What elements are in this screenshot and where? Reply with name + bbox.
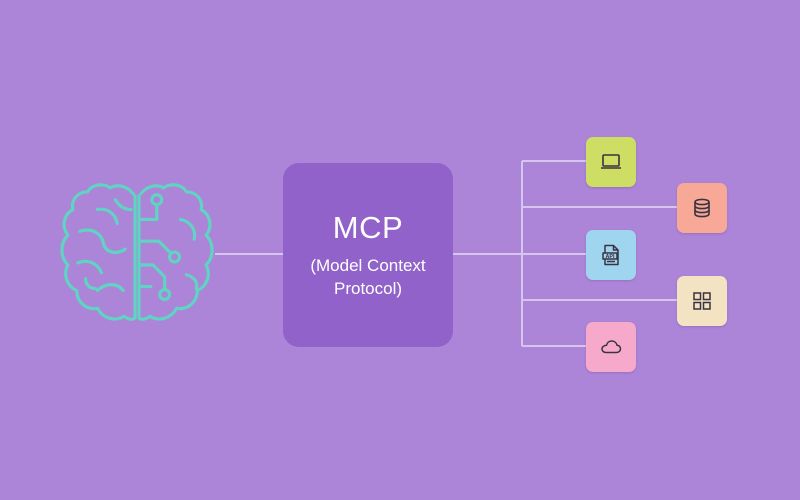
api-file-icon: API xyxy=(602,244,619,266)
cloud-icon xyxy=(601,340,622,354)
mcp-subtitle-line2: Protocol) xyxy=(333,279,403,298)
mcp-subtitle-line1: (Model Context xyxy=(310,256,426,275)
database-tile xyxy=(677,183,727,233)
api-label: API xyxy=(606,254,615,260)
database-icon xyxy=(694,198,710,218)
grid-tile xyxy=(677,276,727,326)
laptop-tile xyxy=(586,137,636,187)
mcp-title: MCP xyxy=(332,210,404,245)
grid-apps-icon xyxy=(693,292,711,310)
api-tile: API xyxy=(586,230,636,280)
brain-circuit-icon xyxy=(60,183,214,321)
laptop-icon xyxy=(601,154,621,169)
cloud-tile xyxy=(586,322,636,372)
mcp-box: MCP (Model Context Protocol) xyxy=(283,163,453,347)
